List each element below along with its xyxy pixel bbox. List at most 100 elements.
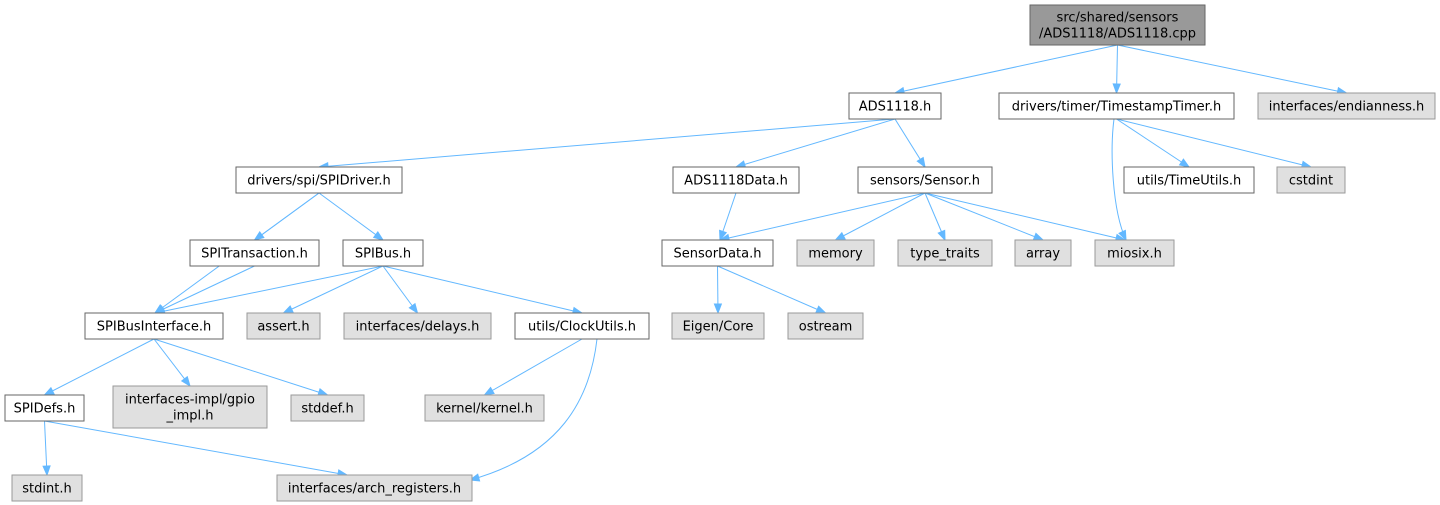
node-spi-defs[interactable]: SPIDefs.h	[4, 394, 85, 422]
node-label: interfaces/arch_registers.h	[288, 482, 461, 497]
node-time-utils[interactable]: utils/TimeUtils.h	[1123, 166, 1255, 194]
node-gpio-impl[interactable]: interfaces-impl/gpio_impl.h	[112, 385, 268, 429]
arrow-head-icon	[180, 375, 191, 388]
arrow-head-icon	[1118, 229, 1127, 242]
edge-timestamp_timer-to-time_utils	[1116, 118, 1191, 168]
node-box	[1094, 239, 1175, 267]
node-spi-bus-interface[interactable]: SPIBusInterface.h	[84, 312, 224, 340]
edge-line	[469, 338, 598, 481]
node-box	[290, 394, 365, 422]
node-spi-driver[interactable]: drivers/spi/SPIDriver.h	[235, 166, 403, 194]
arrow-head-icon	[1032, 232, 1045, 241]
node-spi-bus[interactable]: SPIBus.h	[342, 239, 424, 267]
edge-sensor_h-to-type_traits	[924, 192, 946, 242]
arrow-head-icon	[937, 229, 946, 242]
node-label: /ADS1118/ADS1118.cpp	[1039, 27, 1196, 42]
edge-ads1118_h-to-ads1118_data	[734, 118, 896, 169]
node-label: _impl.h	[165, 409, 213, 424]
arrow-head-icon	[483, 386, 495, 396]
node-assert-h[interactable]: assert.h	[246, 312, 321, 340]
node-cstdint[interactable]: cstdint	[1276, 166, 1346, 194]
node-label: interfaces/endianness.h	[1269, 100, 1425, 115]
edge-line	[1116, 118, 1190, 168]
node-label: interfaces-impl/gpio	[125, 393, 255, 408]
node-ostream[interactable]: ostream	[787, 312, 864, 340]
node-box	[671, 312, 765, 340]
node-box	[1276, 166, 1346, 194]
node-delays[interactable]: interfaces/delays.h	[343, 312, 492, 340]
node-label: Eigen/Core	[683, 320, 754, 335]
edge-line	[44, 420, 348, 476]
node-label: interfaces/delays.h	[356, 320, 480, 335]
node-ads1118-h[interactable]: ADS1118.h	[848, 92, 942, 120]
edge-sensor_data-to-ostream	[717, 265, 827, 314]
edge-line	[719, 192, 926, 241]
edge-line	[835, 192, 926, 241]
node-label: cstdint	[1289, 174, 1333, 189]
node-box	[857, 166, 993, 194]
arrow-head-icon	[372, 230, 385, 241]
node-label: stdint.h	[22, 482, 71, 497]
arrow-head-icon	[713, 303, 723, 315]
edge-line	[1116, 118, 1312, 168]
node-label: ADS1118Data.h	[684, 174, 788, 189]
node-arch-registers[interactable]: interfaces/arch_registers.h	[276, 474, 473, 502]
node-array[interactable]: array	[1014, 239, 1072, 267]
node-box	[11, 474, 83, 502]
node-box	[4, 394, 85, 422]
node-sensor-data[interactable]: SensorData.h	[661, 239, 774, 267]
node-endianness[interactable]: interfaces/endianness.h	[1257, 92, 1436, 120]
node-label: ostream	[799, 320, 853, 335]
node-box	[1029, 4, 1206, 46]
node-memory[interactable]: memory	[796, 239, 875, 267]
node-label: miosix.h	[1107, 247, 1162, 262]
arrow-head-icon	[1112, 83, 1121, 95]
node-stddef[interactable]: stddef.h	[290, 394, 365, 422]
node-label: SPIBus.h	[355, 247, 411, 262]
node-label: drivers/spi/SPIDriver.h	[247, 174, 391, 189]
node-box	[796, 239, 875, 267]
node-label: memory	[808, 247, 863, 262]
node-clock-utils[interactable]: utils/ClockUtils.h	[514, 312, 650, 340]
edge-sensor_h-to-sensor_data	[718, 192, 926, 243]
edge-spi_bus-to-assert_h	[282, 265, 384, 314]
edge-spi_bus_interface-to-gpio_impl	[153, 338, 191, 388]
node-kernel[interactable]: kernel/kernel.h	[424, 394, 545, 422]
node-sensor-h[interactable]: sensors/Sensor.h	[857, 166, 993, 194]
edge-line	[44, 338, 155, 396]
node-type-traits[interactable]: type_traits	[897, 239, 993, 267]
node-miosix[interactable]: miosix.h	[1094, 239, 1175, 267]
arrow-head-icon	[43, 386, 55, 396]
node-label: assert.h	[257, 320, 309, 335]
edge-clock_utils-to-kernel	[483, 338, 583, 396]
edge-root-to-timestamp_timer	[1112, 44, 1121, 95]
edge-line	[283, 265, 384, 314]
node-spi-transaction[interactable]: SPITransaction.h	[189, 239, 320, 267]
node-label: drivers/timer/TimestampTimer.h	[1012, 100, 1221, 115]
node-stdint[interactable]: stdint.h	[11, 474, 83, 502]
node-root[interactable]: src/shared/sensors/ADS1118/ADS1118.cpp	[1029, 4, 1206, 46]
edge-line	[154, 265, 255, 314]
edge-line	[1111, 118, 1127, 241]
node-label: utils/TimeUtils.h	[1137, 174, 1242, 189]
node-eigen-core[interactable]: Eigen/Core	[671, 312, 765, 340]
edge-line	[382, 265, 418, 314]
edge-spi_transaction-to-spi_bus_interface	[153, 265, 255, 314]
arrow-head-icon	[834, 231, 846, 241]
node-timestamp-timer[interactable]: drivers/timer/TimestampTimer.h	[998, 92, 1235, 120]
edge-line	[1117, 44, 1347, 94]
arrow-head-icon	[1178, 158, 1191, 168]
node-box	[1014, 239, 1072, 267]
node-box	[514, 312, 650, 340]
node-box	[424, 394, 545, 422]
node-box	[1123, 166, 1255, 194]
edge-timestamp_timer-to-cstdint	[1116, 118, 1313, 169]
edge-line	[924, 192, 1044, 241]
node-label: stddef.h	[301, 402, 353, 417]
node-ads1118-data[interactable]: ADS1118Data.h	[672, 166, 800, 194]
edge-root-to-ads1118_h	[893, 44, 1118, 96]
edge-sensor_h-to-memory	[834, 192, 926, 241]
node-box	[276, 474, 473, 502]
edge-line	[717, 265, 826, 314]
